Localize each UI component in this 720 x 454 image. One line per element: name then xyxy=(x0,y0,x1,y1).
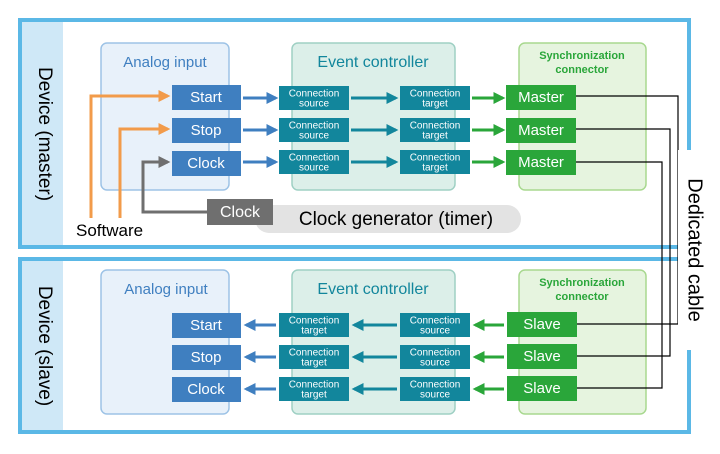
slave-connector-label: Slave xyxy=(523,348,561,365)
slave-target-line1: Connection xyxy=(289,380,340,391)
master-target-line1: Connection xyxy=(410,153,461,164)
slave-target-box-3 xyxy=(279,377,349,401)
slave-target-line1: Connection xyxy=(289,348,340,359)
master-clock-box xyxy=(172,151,241,176)
clock-generator-pill xyxy=(255,205,521,233)
master-target-line1: Connection xyxy=(410,89,461,100)
master-stop-label: Stop xyxy=(191,122,222,139)
master-target-line2: target xyxy=(422,99,448,110)
slave-event-controller-title: Event controller xyxy=(317,281,429,298)
master-source-line2: source xyxy=(299,131,329,142)
slave-source-line1: Connection xyxy=(410,316,461,327)
slave-clock-label: Clock xyxy=(187,381,225,398)
master-analog-input-title: Analog input xyxy=(123,54,207,71)
slave-source-box-3 xyxy=(400,377,470,401)
slave-source-line2: source xyxy=(420,326,450,337)
cable-label: Dedicated cable xyxy=(684,178,706,321)
slave-stop-label: Stop xyxy=(191,349,222,366)
slave-target-line2: target xyxy=(301,390,327,401)
software-to-start-arrow xyxy=(89,90,171,218)
master-connector-label: Master xyxy=(518,89,564,106)
slave-analog-input-title: Analog input xyxy=(124,281,208,298)
clock-source-label: Clock xyxy=(220,204,261,221)
slave-device-label: Device (slave) xyxy=(34,286,55,406)
master-source-line2: source xyxy=(299,99,329,110)
slave-connector-label: Slave xyxy=(523,380,561,397)
slave-source-line1: Connection xyxy=(410,380,461,391)
master-start-label: Start xyxy=(190,89,223,106)
slave-source-box-2 xyxy=(400,345,470,369)
slave-panel: Device (slave) Analog input Event contro… xyxy=(18,257,691,434)
master-stop-box xyxy=(172,118,241,143)
slave-target-box-2 xyxy=(279,345,349,369)
software-label: Software xyxy=(76,221,143,240)
slave-connector-box-1 xyxy=(507,312,577,337)
slave-start-label: Start xyxy=(190,317,223,334)
master-source-line2: source xyxy=(299,163,329,174)
clock-generator-to-clock-arrow xyxy=(141,156,208,214)
slave-target-line2: target xyxy=(301,358,327,369)
software-to-stop-arrow xyxy=(118,123,171,218)
master-connector-label: Master xyxy=(518,122,564,139)
dedicated-cable: Dedicated cable xyxy=(576,95,712,389)
clock-generator-label: Clock generator (timer) xyxy=(299,209,493,230)
master-source-box-2 xyxy=(279,118,349,142)
cable-line-stop xyxy=(576,128,671,357)
master-connector-box-2 xyxy=(506,118,576,143)
master-start-box xyxy=(172,85,241,110)
slave-target-line2: target xyxy=(301,326,327,337)
master-target-line1: Connection xyxy=(410,121,461,132)
master-connector-label: Master xyxy=(518,154,564,171)
slave-target-box-1 xyxy=(279,313,349,337)
slave-connector-label: Slave xyxy=(523,316,561,333)
master-target-line2: target xyxy=(422,163,448,174)
master-target-box-1 xyxy=(400,86,470,110)
master-target-box-3 xyxy=(400,150,470,174)
slave-connector-box-2 xyxy=(507,344,577,369)
slave-device-label-bg xyxy=(22,261,63,430)
master-source-box-3 xyxy=(279,150,349,174)
master-sync-title-line1: Synchronization xyxy=(539,50,625,62)
slave-clock-box xyxy=(172,377,241,402)
master-event-controller-title: Event controller xyxy=(317,54,429,71)
master-source-line1: Connection xyxy=(289,89,340,100)
slave-sync-title-line2: connector xyxy=(555,291,609,303)
master-source-line1: Connection xyxy=(289,153,340,164)
master-device-label: Device (master) xyxy=(34,67,55,201)
cable-label-bg xyxy=(678,150,712,350)
slave-source-line1: Connection xyxy=(410,348,461,359)
master-target-line2: target xyxy=(422,131,448,142)
master-target-box-2 xyxy=(400,118,470,142)
cable-line-clock xyxy=(576,161,663,389)
slave-target-line1: Connection xyxy=(289,316,340,327)
master-sync-title-line2: connector xyxy=(555,64,609,76)
master-connector-box-1 xyxy=(506,85,576,110)
master-connector-box-3 xyxy=(506,150,576,175)
clock-source-box xyxy=(207,199,273,225)
slave-source-box-1 xyxy=(400,313,470,337)
slave-source-line2: source xyxy=(420,358,450,369)
slave-source-line2: source xyxy=(420,390,450,401)
slave-stop-box xyxy=(172,345,241,370)
slave-connector-box-3 xyxy=(507,376,577,401)
slave-start-box xyxy=(172,313,241,338)
master-panel: Device (master) Analog input Event contr… xyxy=(18,18,691,249)
master-source-box-1 xyxy=(279,86,349,110)
master-clock-label: Clock xyxy=(187,155,225,172)
master-source-line1: Connection xyxy=(289,121,340,132)
slave-sync-title-line1: Synchronization xyxy=(539,277,625,289)
master-device-label-bg xyxy=(22,22,63,245)
